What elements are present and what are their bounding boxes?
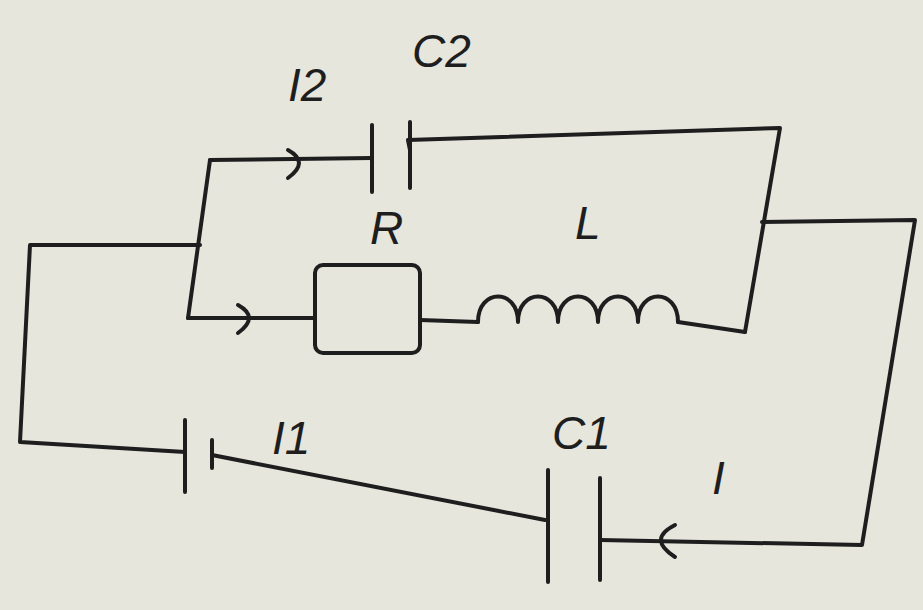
wire	[212, 455, 545, 520]
current-arrow	[661, 525, 675, 557]
capacitor-plate	[598, 478, 602, 580]
wire	[678, 322, 745, 332]
wire	[210, 158, 372, 160]
wire	[188, 160, 210, 318]
inductor-label: L	[575, 200, 601, 246]
wire	[420, 320, 478, 322]
resistor-label: R	[370, 205, 403, 251]
capacitor-plate	[370, 125, 374, 192]
capacitor-label: C2	[412, 28, 471, 74]
wire	[600, 220, 915, 545]
current-arrow	[238, 305, 249, 333]
resistor-symbol	[315, 265, 420, 353]
inductor-symbol	[478, 297, 678, 323]
wire	[408, 128, 780, 332]
current-label: I2	[288, 62, 326, 108]
wire	[20, 245, 200, 452]
capacitor-label: C1	[552, 410, 611, 456]
current-label: I	[712, 455, 725, 501]
wire	[188, 316, 315, 320]
battery-plate	[183, 420, 187, 492]
capacitor-plate	[546, 470, 550, 582]
current-arrow	[288, 150, 299, 178]
current-label: I1	[272, 415, 310, 461]
capacitor-plate	[408, 122, 412, 188]
